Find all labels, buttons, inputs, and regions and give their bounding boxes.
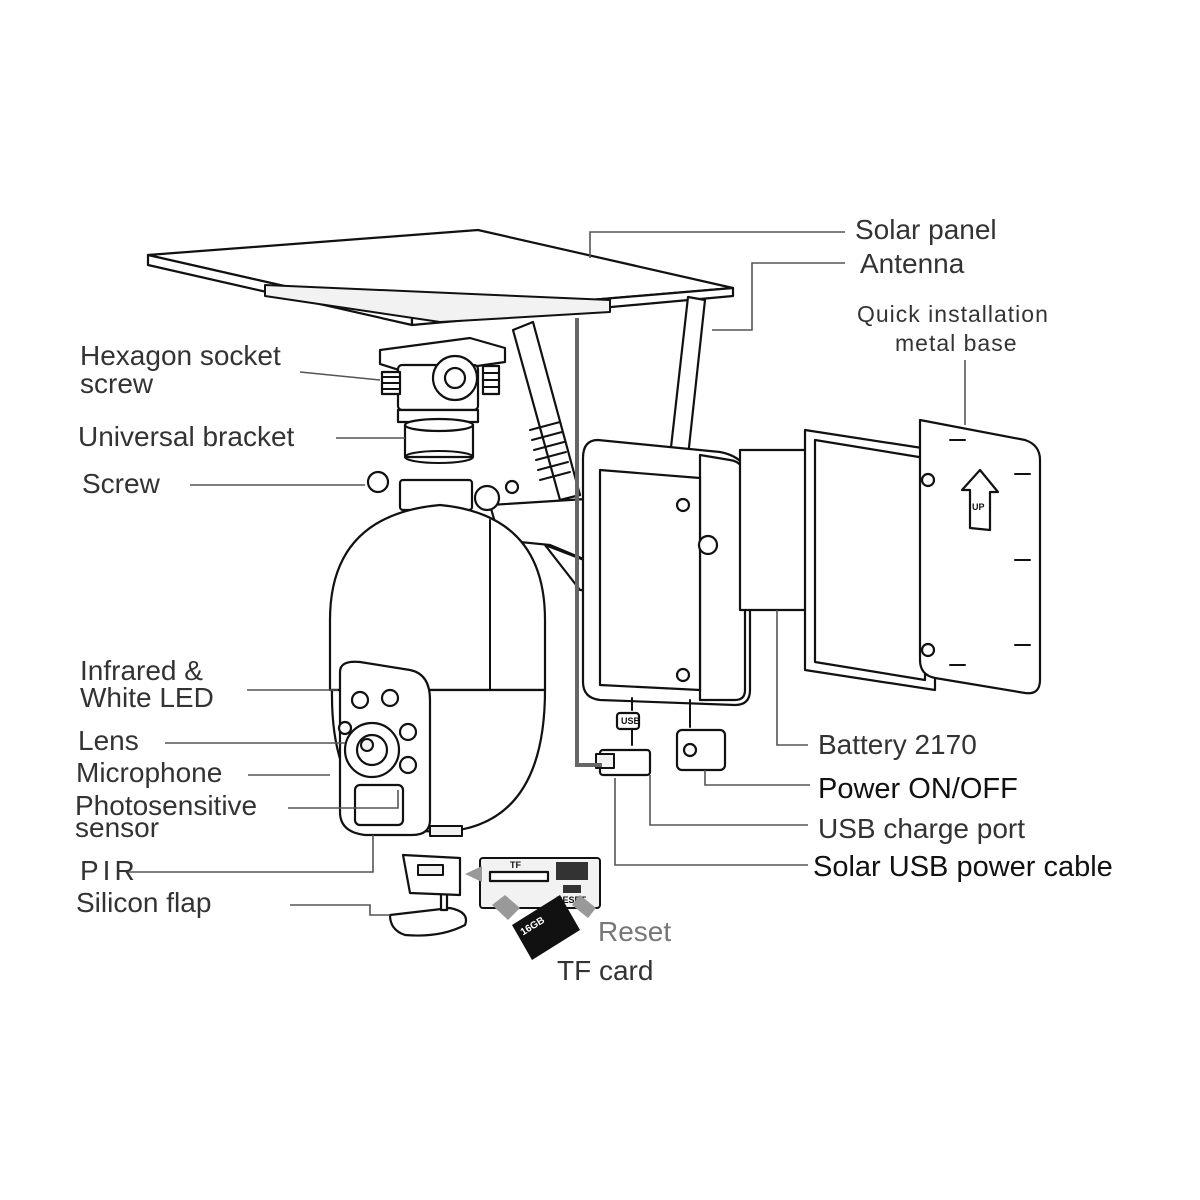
metal-base-plate [803,428,937,692]
label-microphone: Microphone [76,757,222,788]
label-photosensitive-1: Photosensitive [75,790,257,821]
label-quick-install-1: Quick installation [857,301,1049,327]
label-pir: PIR [80,855,139,886]
label-infrared-1: Infrared & [80,655,203,686]
label-quick-install-2: metal base [895,330,1018,356]
antenna-left [511,320,582,502]
tf-marking: TF [510,860,521,870]
label-antenna: Antenna [860,248,965,279]
tf-card: 16GB [512,895,580,960]
label-silicon-flap: Silicon flap [76,887,211,918]
camera-dome [328,470,547,837]
label-lens: Lens [78,725,139,756]
power-icon [682,742,698,758]
label-hexagon-2: screw [80,368,154,399]
pir-window [353,783,405,827]
label-hexagon-1: Hexagon socket [80,340,281,371]
usb-marking: USB [621,716,641,726]
label-universal-bracket: Universal bracket [78,421,295,452]
label-power: Power ON/OFF [818,773,1018,805]
label-solar-usb-cable: Solar USB power cable [813,851,1113,883]
quick-install-base: UP [918,418,1042,695]
usb-switch-parts: USB [595,697,727,777]
screw-left [366,470,390,494]
label-reset: Reset [598,916,671,947]
label-solar-panel: Solar panel [855,214,997,245]
label-photosensitive-2: sensor [75,812,159,843]
up-arrow-icon [960,468,1000,532]
tf-card-arrow [465,866,596,920]
label-infrared-2: White LED [80,682,214,713]
tf-reset-panel: TF RESET [479,857,601,909]
power-switch [675,728,727,772]
label-usb-charge-port: USB charge port [818,813,1025,844]
screw-right [473,484,501,512]
up-marking: UP [972,502,985,512]
solar-cable [575,318,602,767]
battery-box [581,438,752,707]
leader-lines [128,231,966,916]
label-battery: Battery 2170 [818,729,977,760]
flap-port-cover [401,853,462,897]
universal-bracket [403,417,475,464]
label-tf-card: TF card [557,955,653,986]
silicon-flap [388,888,468,937]
reset-marking: RESET [556,895,587,905]
label-screw: Screw [82,468,161,499]
solar-panel [146,228,735,327]
hexagon-bracket [378,336,507,424]
